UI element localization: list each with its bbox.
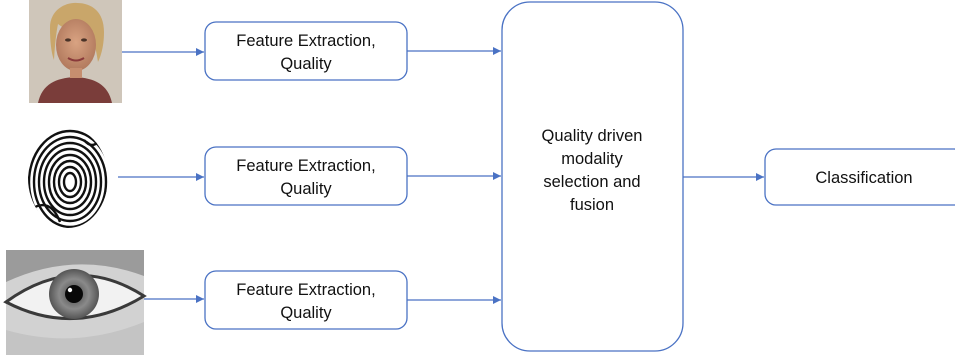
fusion-box: Quality driven modality selection and fu… — [501, 1, 684, 352]
feature-box-iris-line2: Quality — [280, 304, 332, 322]
feature-box-iris-line1: Feature Extraction, — [236, 281, 375, 299]
fusion-line-2: modality — [561, 150, 623, 168]
face-photo-icon — [29, 0, 122, 103]
fusion-line-4: fusion — [570, 196, 614, 214]
feature-box-fingerprint-line2: Quality — [280, 180, 332, 198]
fusion-line-3: selection and — [543, 173, 640, 191]
input-arrows — [118, 48, 204, 303]
fusion-line-1: Quality driven — [542, 127, 643, 145]
feature-box-fingerprint-line1: Feature Extraction, — [236, 157, 375, 175]
feature-box-fingerprint: Feature Extraction, Quality — [204, 146, 408, 206]
feature-box-face: Feature Extraction, Quality — [204, 21, 408, 81]
classification-box: Classification — [764, 148, 955, 206]
feature-box-face-line1: Feature Extraction, — [236, 32, 375, 50]
fusion-arrows — [407, 47, 501, 304]
fingerprint-icon — [28, 128, 108, 228]
feature-box-iris: Feature Extraction, Quality — [204, 270, 408, 330]
eye-photo-icon — [3, 250, 147, 355]
classification-label: Classification — [815, 169, 912, 187]
feature-box-face-line2: Quality — [280, 55, 332, 73]
